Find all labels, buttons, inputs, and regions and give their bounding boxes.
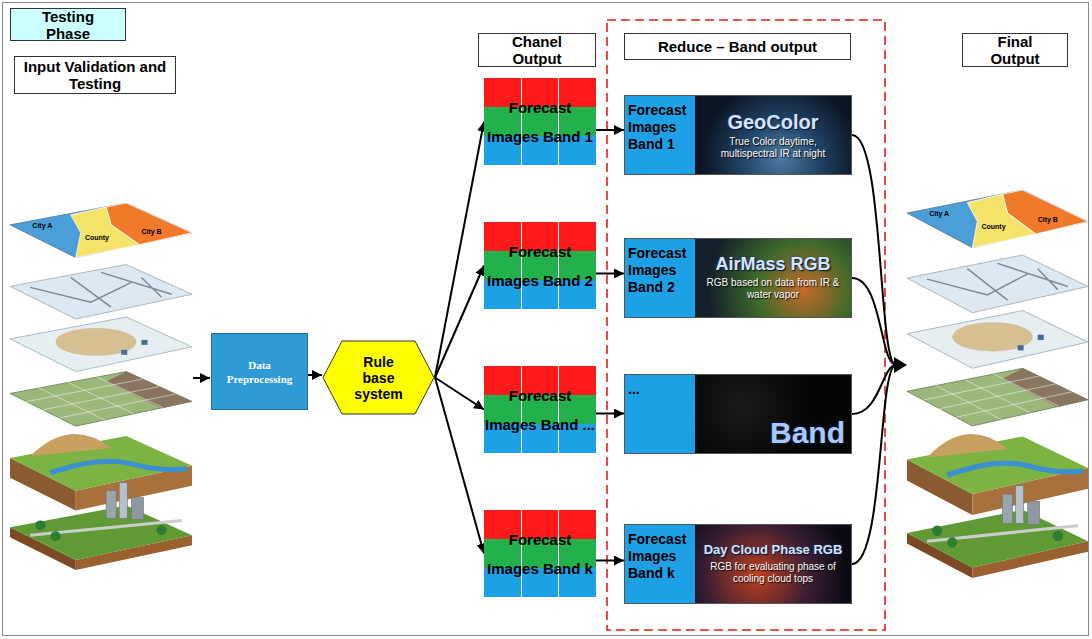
channel-stack: Forecast Images Band k	[484, 510, 596, 597]
image-caption: True Color daytime, multispectral IR at …	[701, 136, 845, 160]
map-label: City B	[1038, 216, 1058, 223]
satellite-image: Day Cloud Phase RGB RGB for evaluating ph…	[695, 525, 851, 603]
node-text: Input Validation and Testing	[23, 58, 167, 92]
channel-stack: Forecast Images Band 2	[484, 222, 596, 309]
grid-line	[558, 222, 559, 309]
node-text: ...	[628, 381, 692, 398]
flow-arrow	[308, 374, 322, 376]
grid-line	[521, 510, 522, 597]
grid-line	[558, 510, 559, 597]
image-title: GeoColor	[727, 111, 818, 133]
satellite-image: AirMass RGBRGB based on data from IR & w…	[695, 239, 851, 317]
node-text: Final Output	[971, 33, 1059, 67]
map-label: County	[981, 222, 1005, 229]
channel-stack: Forecast Images Band 1	[484, 78, 596, 165]
node-text: Testing Phase	[19, 8, 117, 42]
image-title: Day Cloud Phase RGB	[704, 543, 843, 557]
node-text: Reduce – Band output	[658, 38, 817, 55]
grid-line	[521, 366, 522, 453]
grid-line	[558, 78, 559, 165]
node-text: Forecast Images Band 1	[628, 102, 692, 153]
image-caption: RGB for evaluating phase of cooling clou…	[701, 561, 845, 585]
satellite-image: Band	[695, 375, 851, 453]
node-text: Chanel Output	[487, 33, 587, 67]
node-text: Forecast Images Band ...	[484, 381, 596, 439]
grid-line	[558, 366, 559, 453]
node-text: Rule base system	[348, 354, 410, 402]
column-header: Final Output	[962, 33, 1068, 67]
node-text: Forecast Images Band k	[628, 531, 692, 582]
flow-arrow	[435, 266, 484, 378]
band-label-panel: Forecast Images Band k	[625, 525, 695, 603]
flow-arrow	[596, 129, 624, 131]
channel-stack: Forecast Images Band ...	[484, 366, 596, 453]
flow-arrow	[596, 560, 624, 562]
node-text: Forecast Images Band 2	[628, 245, 692, 296]
rule-hexagon: Rule base system	[322, 340, 435, 415]
phase-label: Testing Phase	[10, 8, 126, 41]
grid-line	[521, 78, 522, 165]
flow-arrow	[435, 122, 484, 378]
flow-arrow	[435, 378, 484, 554]
flow-arrow	[596, 273, 624, 275]
band-label-panel: Forecast Images Band 1	[625, 96, 695, 174]
map-label: City A	[929, 210, 949, 217]
band-product: Forecast Images Band kDay Cloud Phase RG…	[624, 524, 852, 604]
map-label: City B	[141, 227, 161, 234]
band-product: Forecast Images Band 1GeoColorTrue Color…	[624, 95, 852, 175]
grid-line	[521, 222, 522, 309]
node-text: Forecast Images Band 1	[484, 93, 596, 151]
flow-arrow	[596, 413, 624, 415]
map-label: City A	[32, 221, 52, 228]
satellite-image: GeoColorTrue Color daytime, multispectra…	[695, 96, 851, 174]
map-label: County	[85, 233, 109, 240]
column-header: Reduce – Band output	[624, 33, 851, 60]
image-title: AirMass RGB	[715, 255, 830, 275]
column-header: Chanel Output	[478, 33, 596, 67]
node-text: Data Preprocessing	[218, 358, 301, 386]
band-label-panel: Forecast Images Band 2	[625, 239, 695, 317]
process-box: Data Preprocessing	[211, 333, 308, 410]
band-product: ... Band	[624, 374, 852, 454]
image-title: Band	[770, 416, 845, 449]
section-label: Input Validation and Testing	[14, 56, 176, 94]
band-product: Forecast Images Band 2AirMass RGBRGB bas…	[624, 238, 852, 318]
image-caption: RGB based on data from IR & water vapor	[701, 277, 845, 301]
node-text: Forecast Images Band k	[484, 525, 596, 583]
band-label-panel: ...	[625, 375, 695, 453]
node-text: Forecast Images Band 2	[484, 237, 596, 295]
